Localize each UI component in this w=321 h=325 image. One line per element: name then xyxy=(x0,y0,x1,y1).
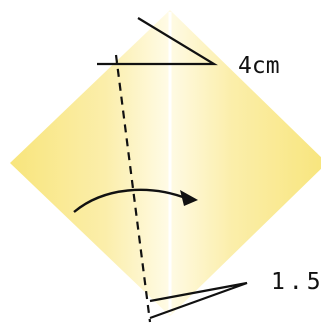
measure-label-bottom: 1.5 xyxy=(271,269,321,295)
measure-pointer-bottom xyxy=(149,281,248,320)
arrow-head-icon xyxy=(180,190,198,206)
fold-direction-arrow xyxy=(73,188,189,213)
measure-label-top: 4cm xyxy=(238,53,280,79)
fold-line xyxy=(114,54,152,323)
measure-pointer-top xyxy=(97,17,218,66)
paper-square xyxy=(10,10,321,316)
